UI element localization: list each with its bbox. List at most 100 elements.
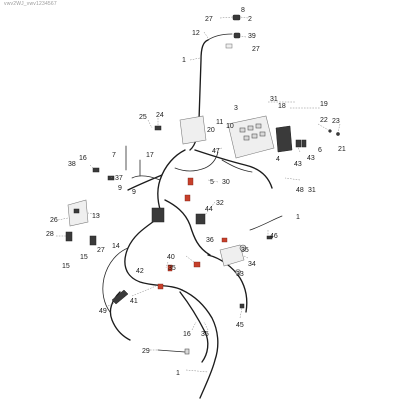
callout-42: 42: [136, 268, 144, 275]
callout-10: 10: [226, 123, 234, 130]
wire-switch-lead: [131, 175, 161, 181]
callout-26: 26: [50, 217, 58, 224]
callout-45: 45: [236, 322, 244, 329]
callout-46: 46: [270, 233, 278, 240]
wire-trunk-left: [127, 174, 163, 191]
module-box-20: [179, 115, 207, 145]
cover-4: [275, 125, 293, 153]
callout-7: 7: [112, 152, 116, 159]
wire-top-branch: [207, 33, 233, 41]
switch-26: [65, 231, 73, 242]
wire-trunk-upper: [157, 149, 186, 216]
callout-35: 35: [168, 265, 176, 272]
callout-23: 23: [332, 118, 340, 125]
fuse-slot-d: [243, 135, 250, 141]
wire-harness-loop: [124, 214, 183, 291]
callout-28: 28: [46, 231, 54, 238]
callout-34: 34: [248, 261, 256, 268]
wire-lower-branch: [179, 291, 209, 363]
callout-36: 36: [206, 237, 214, 244]
diagram-header: vwv2WJ_vwv1234567: [4, 1, 57, 7]
wire-top-lead: [189, 39, 209, 151]
grommet-35a: [239, 244, 247, 252]
callout-41: 41: [130, 298, 138, 305]
callout-5: 5: [210, 179, 214, 186]
leader-lines: [56, 16, 341, 373]
callout-18: 18: [278, 103, 286, 110]
callout-48: 48: [296, 187, 304, 194]
fuse-slot-a: [239, 127, 246, 133]
top-connector-39: [233, 32, 241, 39]
connector-red-5: [187, 177, 194, 186]
screw-23: [328, 129, 332, 133]
wire-trunk-right: [194, 149, 273, 189]
callout-38: 38: [68, 161, 76, 168]
callout-1: 1: [296, 214, 300, 221]
callout-15: 15: [62, 263, 70, 270]
callout-1: 1: [176, 370, 180, 377]
fuse-box-3: [227, 115, 275, 159]
callout-40: 40: [167, 254, 175, 261]
wire-box-lead: [221, 159, 253, 173]
callout-49: 49: [99, 308, 107, 315]
wire-left-tail: [102, 247, 129, 313]
callout-35: 35: [241, 247, 249, 254]
fuse-slot-b: [247, 125, 254, 131]
callout-43: 43: [307, 155, 315, 162]
callout-4: 4: [276, 156, 280, 163]
callout-12: 12: [192, 30, 200, 37]
callout-9: 9: [132, 189, 136, 196]
relay-block-center: [151, 207, 165, 223]
callout-37: 37: [115, 175, 123, 182]
callout-39: 39: [248, 33, 256, 40]
connector-29: [184, 348, 190, 355]
connector-37: [107, 175, 115, 181]
callout-22: 22: [320, 117, 328, 124]
callout-21: 21: [338, 146, 346, 153]
clip-49: [111, 289, 129, 305]
callout-8: 8: [241, 7, 245, 14]
callout-27: 27: [252, 46, 260, 53]
callout-31: 31: [270, 96, 278, 103]
callout-15: 15: [80, 254, 88, 261]
callout-19: 19: [320, 101, 328, 108]
grommet-16: [92, 167, 100, 173]
callout-labels: 27 8 2 12 39 27 1 3 31 18 19 25 24 11 20…: [46, 7, 346, 377]
callout-31: 31: [308, 187, 316, 194]
connector-red-44: [184, 194, 191, 202]
connector-red-41: [157, 283, 164, 290]
callout-35: 35: [201, 331, 209, 338]
callout-43: 43: [294, 161, 302, 168]
connector-46: [266, 235, 273, 240]
callout-13: 13: [92, 213, 100, 220]
module-32: [195, 213, 206, 225]
fuse-slot-c: [255, 123, 262, 129]
connector-24: [154, 125, 162, 131]
connector-red-42: [167, 264, 173, 272]
switch-button-13: [73, 208, 80, 214]
connector-red-40: [193, 261, 201, 268]
top-clip-27: [225, 43, 233, 49]
callout-25: 25: [139, 114, 147, 121]
clip-45: [239, 303, 245, 309]
fuse-slot-f: [259, 131, 266, 137]
wire-right-tail: [249, 215, 283, 231]
top-connector-2: [232, 14, 241, 21]
callout-24: 24: [156, 112, 164, 119]
callout-27: 27: [97, 247, 105, 254]
callout-20: 20: [207, 127, 215, 134]
callout-33: 33: [236, 271, 244, 278]
wire-mid-loop: [174, 151, 219, 172]
callout-16: 16: [183, 331, 191, 338]
callout-16: 16: [79, 155, 87, 162]
callout-17: 17: [146, 152, 154, 159]
wire-lower-run: [181, 289, 219, 399]
callout-6: 6: [318, 147, 322, 154]
components: [65, 14, 340, 355]
fuse-slot-e: [251, 133, 258, 139]
callout-9: 9: [118, 185, 122, 192]
harness-wires: [102, 33, 283, 399]
callout-3: 3: [234, 105, 238, 112]
callout-32: 32: [216, 200, 224, 207]
